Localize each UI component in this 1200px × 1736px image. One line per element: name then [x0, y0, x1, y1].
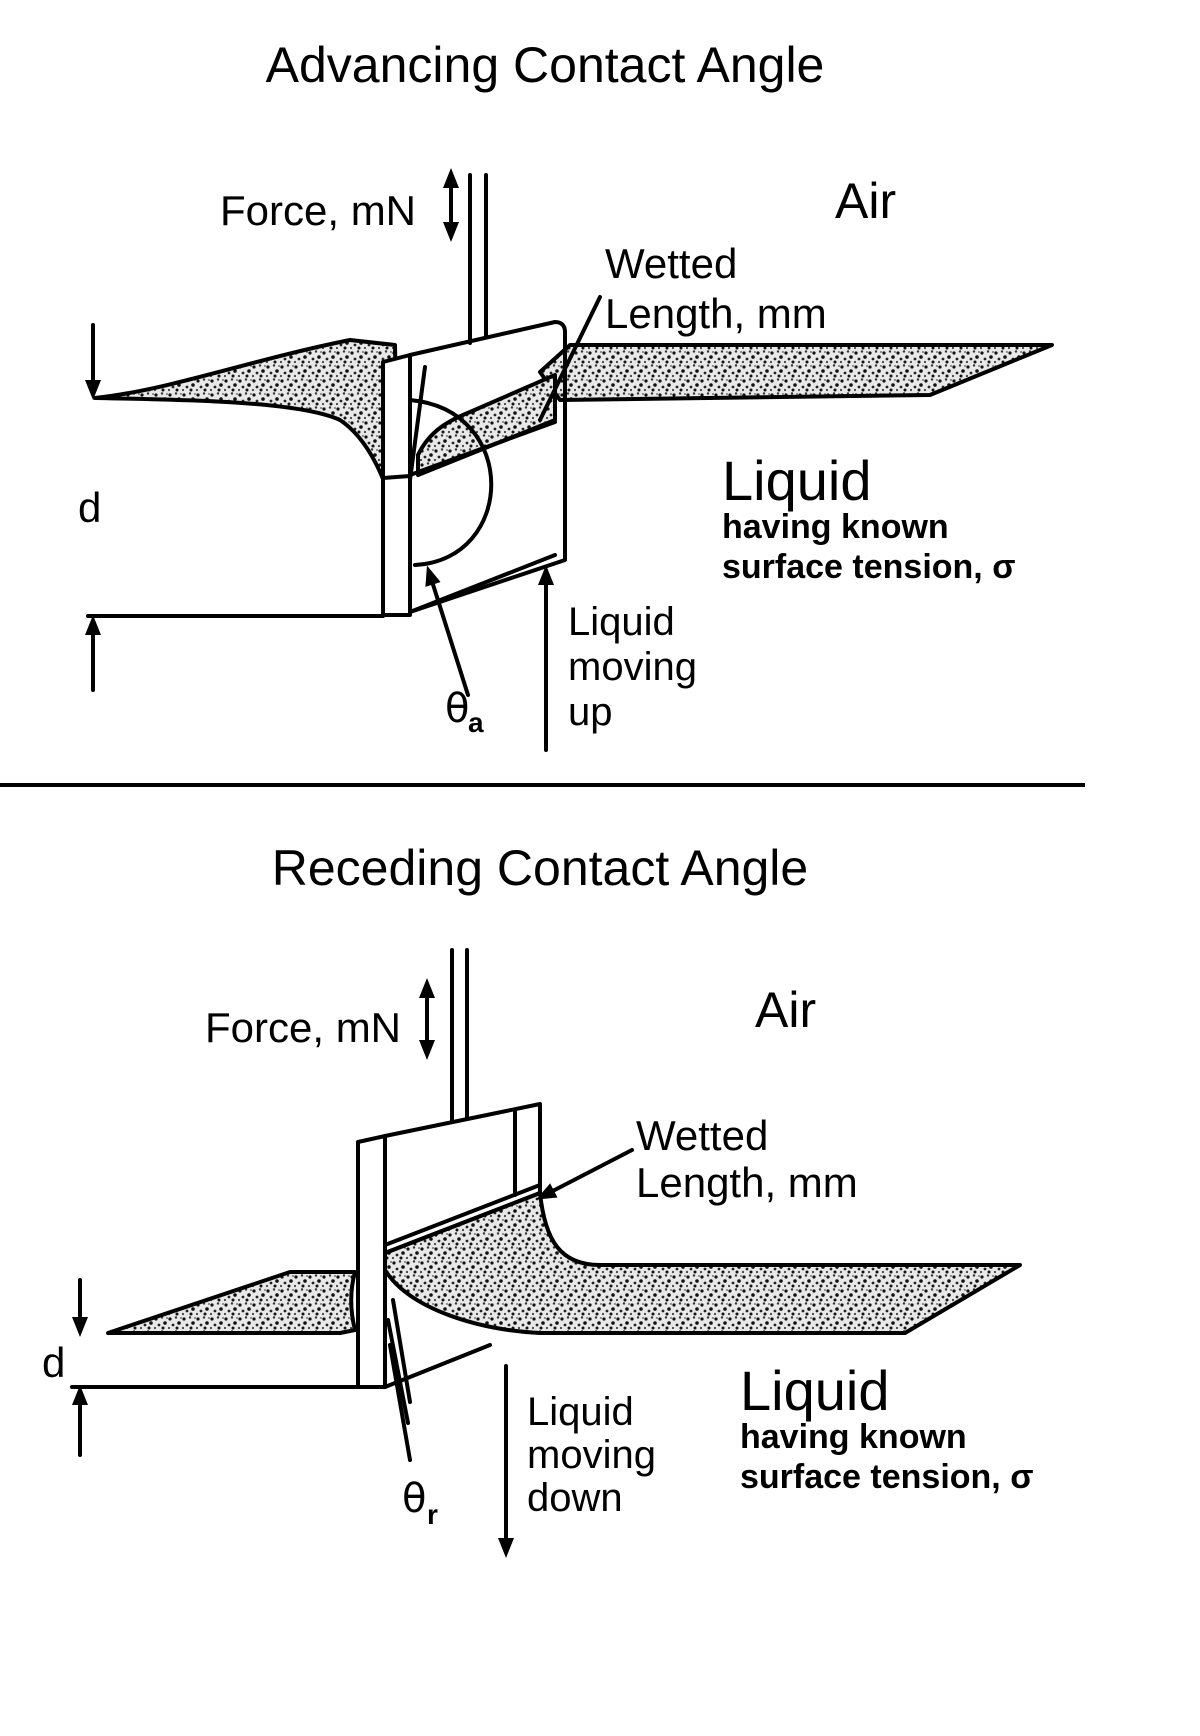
- motion-label-line1: Liquid: [527, 1390, 634, 1434]
- air-label: Air: [835, 173, 896, 229]
- force-rod: [450, 948, 469, 1124]
- angle-subscript: a: [468, 707, 484, 738]
- wetted-leader: [538, 295, 602, 422]
- plate-face: [408, 320, 567, 614]
- panel-receding: Receding Contact Angle Force, mN Air Wet…: [42, 840, 1033, 1558]
- wetted-band: [416, 373, 557, 477]
- wetted-label-line2: Length, mm: [605, 290, 827, 337]
- panel-advancing: Advancing Contact Angle Force, mN Air We…: [78, 37, 1054, 752]
- plate-edge: [381, 353, 412, 617]
- wetted-leader: [536, 1148, 634, 1200]
- liquid-desc-line1: having known: [740, 1418, 967, 1456]
- angle-symbol: θ: [402, 1476, 426, 1522]
- angle-symbol: θ: [445, 686, 469, 732]
- angle-pointer: [425, 565, 470, 697]
- force-label: Force, mN: [205, 1004, 401, 1051]
- plate-edge: [356, 1134, 387, 1389]
- motion-label-line1: Liquid: [568, 600, 675, 644]
- force-rod: [468, 173, 488, 345]
- motion-label-line3: up: [568, 690, 613, 734]
- liquid-label: Liquid: [740, 1359, 889, 1422]
- liquid-surface-left: [106, 1270, 357, 1335]
- motion-label-line2: moving: [568, 645, 697, 689]
- wetted-label-line1: Wetted: [605, 240, 737, 287]
- wetted-label-line2: Length, mm: [636, 1159, 858, 1206]
- panel-title: Advancing Contact Angle: [266, 37, 825, 93]
- angle-pointer: [388, 1343, 412, 1462]
- liquid-desc-line2: surface tension, σ: [722, 548, 1015, 586]
- contact-angle-arc: [408, 398, 494, 567]
- angle-subscript: r: [427, 1499, 438, 1530]
- wetted-label-line1: Wetted: [636, 1112, 768, 1159]
- liquid-meniscus-right: [383, 1191, 1022, 1335]
- depth-label: d: [42, 1339, 65, 1386]
- liquid-desc-line2: surface tension, σ: [740, 1458, 1033, 1496]
- liquid-meniscus-left: [93, 338, 400, 522]
- liquid-surface-right: [538, 343, 1054, 402]
- liquid-label: Liquid: [722, 449, 871, 512]
- liquid-desc-line1: having known: [722, 508, 949, 546]
- air-label: Air: [755, 982, 816, 1038]
- motion-label-line2: moving: [527, 1433, 656, 1477]
- depth-label: d: [78, 484, 101, 531]
- panel-title: Receding Contact Angle: [272, 840, 808, 896]
- force-label: Force, mN: [220, 187, 416, 234]
- motion-label-line3: down: [527, 1476, 623, 1520]
